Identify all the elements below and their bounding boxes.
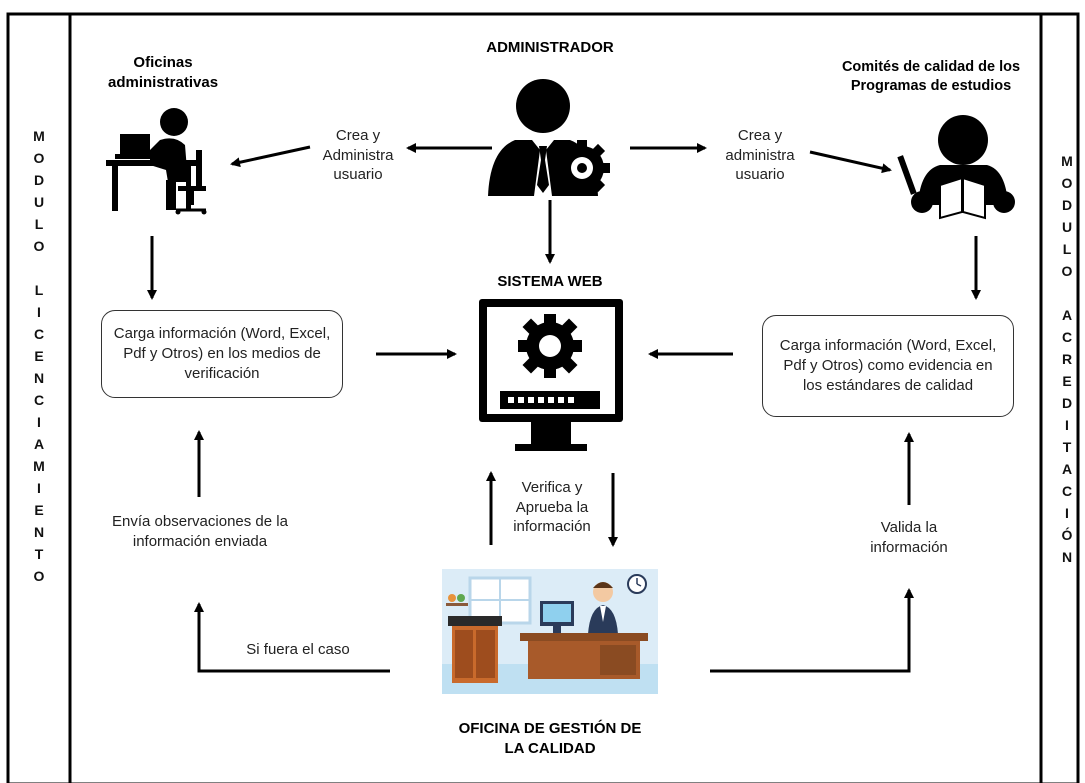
reader-icon bbox=[897, 115, 1015, 220]
system-title: SISTEMA WEB bbox=[497, 273, 603, 290]
office-scene-icon bbox=[442, 569, 658, 694]
right-process-box: Carga información (Word, Excel, Pdf y Ot… bbox=[762, 315, 1014, 417]
office-worker-icon bbox=[106, 108, 207, 215]
arrow-office-to-obs bbox=[194, 602, 390, 673]
label-send-observations: Envía observaciones de la información en… bbox=[112, 513, 288, 550]
left-process-box: Carga información (Word, Excel, Pdf y Ot… bbox=[101, 310, 343, 398]
arrow-admin-to-offices bbox=[230, 145, 311, 168]
admin-title: ADMINISTRADOR bbox=[486, 39, 614, 56]
label-create-left: Crea y Administra usuario bbox=[322, 127, 394, 183]
arrow-to-committees bbox=[809, 150, 892, 174]
monitor-gear-icon bbox=[479, 299, 623, 451]
committees-title: Comités de calidad de los Programas de e… bbox=[841, 59, 1021, 94]
quality-office-title: OFICINA DE GESTIÓN DE LA CALIDAD bbox=[458, 720, 642, 757]
arrow-office-to-validate bbox=[710, 588, 914, 673]
admin-gear-icon bbox=[488, 79, 610, 196]
label-verify: Verifica y Aprueba la información bbox=[513, 479, 591, 535]
offices-title: Oficinas administrativas bbox=[108, 54, 219, 91]
label-validate: Valida la información bbox=[870, 519, 948, 556]
label-if-case: Si fuera el caso bbox=[246, 641, 350, 658]
label-create-right: Crea y administra usuario bbox=[725, 127, 795, 183]
outer-frame bbox=[6, 12, 1080, 783]
